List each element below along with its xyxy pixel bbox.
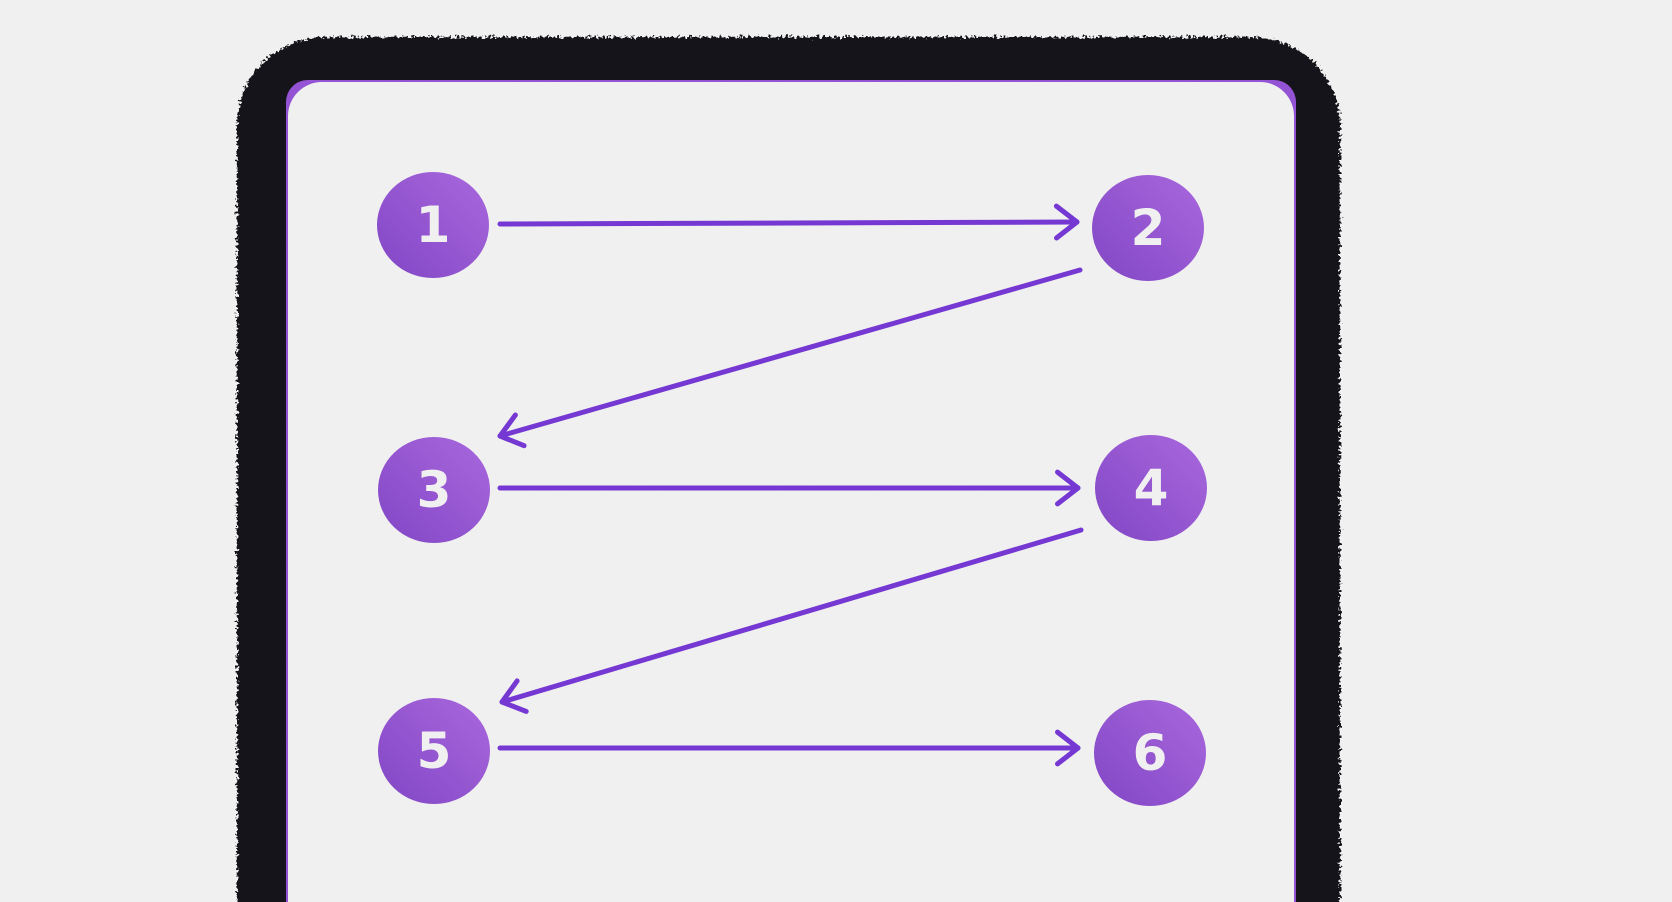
node-number: 1 — [415, 196, 451, 254]
node-number: 4 — [1133, 459, 1169, 517]
node-1: 1 — [377, 172, 489, 278]
node-number: 2 — [1130, 199, 1166, 257]
node-number: 3 — [416, 461, 452, 519]
node-4: 4 — [1095, 435, 1207, 541]
node-number: 6 — [1132, 724, 1168, 782]
node-number: 5 — [416, 722, 452, 780]
node-6: 6 — [1094, 700, 1206, 806]
node-5: 5 — [378, 698, 490, 804]
node-2: 2 — [1092, 175, 1204, 281]
node-3: 3 — [378, 437, 490, 543]
